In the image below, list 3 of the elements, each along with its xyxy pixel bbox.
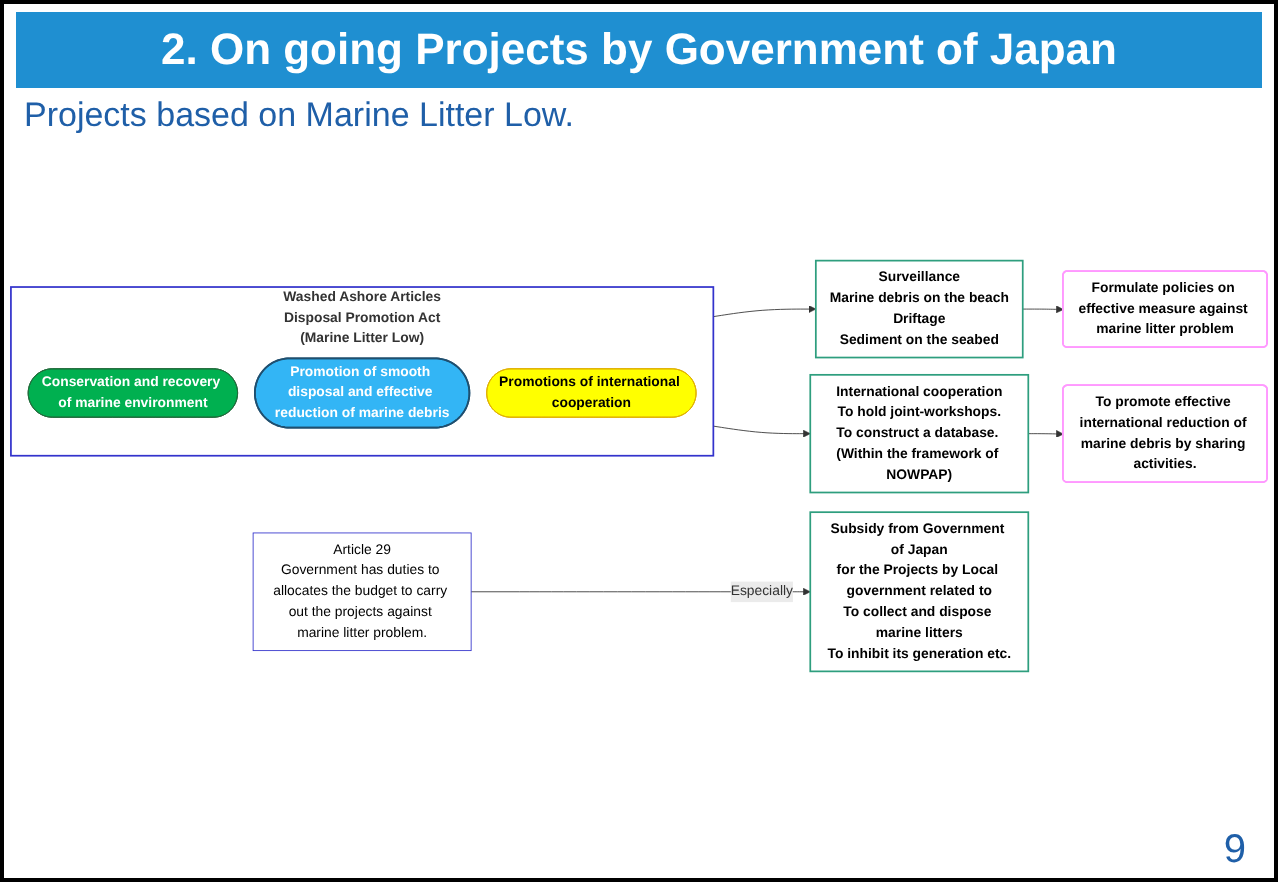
slide-title: 2. On going Projects by Government of Japan [16,12,1262,88]
subtitle: Projects based on Marine Litter Low. [24,96,576,136]
page-number: 9 [1223,828,1246,874]
